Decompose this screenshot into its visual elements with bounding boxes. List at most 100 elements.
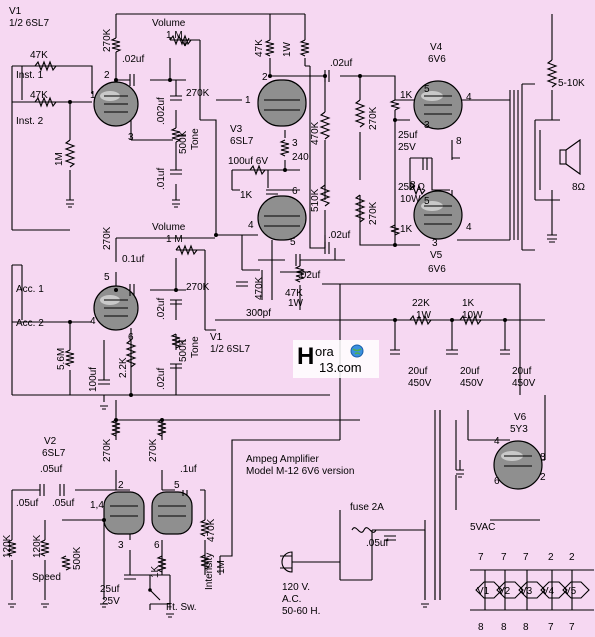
pin-v5-5: 5 bbox=[424, 196, 430, 207]
r-inst2-label: 47K bbox=[30, 90, 48, 101]
pin-v6-6: 6 bbox=[494, 476, 500, 487]
r1w-v3: 1W bbox=[282, 41, 293, 57]
v6-name: V6 bbox=[514, 412, 527, 423]
r22k-cath: 2.2K bbox=[118, 357, 129, 378]
c100uf6v: 100uf 6V bbox=[228, 156, 268, 167]
heater-top-pin-v4: 2 bbox=[548, 552, 554, 563]
pin-v3-2: 2 bbox=[262, 72, 268, 83]
c20uf-a: 20uf bbox=[408, 366, 428, 377]
pin-v2-14: 1,4 bbox=[90, 500, 104, 511]
pin-v6-4: 4 bbox=[494, 436, 500, 447]
pin-v1b-6: 6 bbox=[128, 332, 134, 343]
acc2-label: Acc. 2 bbox=[16, 318, 44, 329]
v5-name: V5 bbox=[430, 250, 443, 261]
footswitch-label: Ft. Sw. bbox=[166, 602, 197, 613]
speed-value: 500K bbox=[72, 546, 83, 570]
capacitors bbox=[39, 70, 510, 580]
r56m-label: 5.6M bbox=[56, 348, 67, 370]
v6-type: 5Y3 bbox=[510, 424, 528, 435]
c25uf-b: 25uf bbox=[100, 584, 120, 595]
r1k-v3: 1K bbox=[240, 190, 253, 201]
r270k-v2a: 270K bbox=[102, 438, 113, 462]
fuse bbox=[351, 527, 377, 533]
pin-v2-3: 3 bbox=[118, 540, 124, 551]
heater-top-pin-v1: 7 bbox=[478, 552, 484, 563]
v2-type: 6SL7 bbox=[42, 448, 66, 459]
pin-v4-5: 5 bbox=[424, 84, 430, 95]
c05uf-a: .05uf bbox=[40, 464, 62, 475]
ground-symbols bbox=[8, 203, 557, 618]
pin-v3-3: 3 bbox=[292, 138, 298, 149]
heater-label-v1: V1 bbox=[477, 586, 490, 597]
v2-name: V2 bbox=[44, 436, 57, 447]
pin-v2-5: 5 bbox=[174, 480, 180, 491]
svg-text:H: H bbox=[297, 343, 314, 370]
r-inst1-label: 47K bbox=[30, 50, 48, 61]
heater-top-pin-v3: 7 bbox=[523, 552, 529, 563]
r270k-v5: 270K bbox=[368, 201, 379, 225]
wiring bbox=[11, 13, 594, 611]
heater-bottom-pin-v1: 8 bbox=[478, 622, 484, 633]
heater-bottom-pin-v2: 8 bbox=[501, 622, 507, 633]
resistors bbox=[6, 37, 558, 573]
c25v-b: 25V bbox=[102, 596, 120, 607]
tone2-label: Tone bbox=[190, 336, 201, 358]
intensity-value: 1M bbox=[216, 560, 227, 574]
v4-name: V4 bbox=[430, 42, 443, 53]
v4-type: 6V6 bbox=[428, 54, 446, 65]
output-transformer bbox=[509, 84, 541, 250]
r47k-low: 47K bbox=[285, 288, 303, 299]
fuse-label: fuse 2A bbox=[350, 502, 384, 513]
pin-v5-8: 8 bbox=[410, 180, 416, 191]
acc1-label: Acc. 1 bbox=[16, 284, 44, 295]
r470k-v2: 470K bbox=[206, 518, 217, 542]
heater-bottom-pin-v3: 8 bbox=[523, 622, 529, 633]
logo-text-2: 13.com bbox=[319, 360, 362, 375]
r1m-label: 1M bbox=[54, 152, 65, 166]
r10w-cath: 10W bbox=[400, 194, 421, 205]
r1k-v2: 1K bbox=[150, 565, 161, 578]
c1uf: 0.1uf bbox=[122, 254, 144, 265]
footswitch bbox=[148, 588, 161, 610]
heater-label-v2: V2 bbox=[498, 586, 511, 597]
c1uf-v2: .1uf bbox=[180, 464, 197, 475]
r1w-low: 1W bbox=[288, 298, 304, 309]
c02uf-e: .02uf bbox=[156, 298, 167, 320]
speed-label: Speed bbox=[32, 572, 61, 583]
r470k-low: 470K bbox=[254, 276, 265, 300]
tone1-label: Tone bbox=[190, 128, 201, 150]
5vac-label: 5VAC bbox=[470, 522, 495, 533]
intensity-label: Intensity bbox=[204, 553, 215, 590]
v1a-name: V1 bbox=[9, 6, 22, 17]
pin-v2-2: 2 bbox=[118, 480, 124, 491]
mains-line2: A.C. bbox=[282, 594, 301, 605]
logo-text-1: ora bbox=[315, 344, 335, 359]
heater-label-v4: V4 bbox=[542, 586, 555, 597]
r1k-v5: 1K bbox=[400, 224, 413, 235]
tone2-value: 500K bbox=[178, 338, 189, 362]
pin-v5-3: 3 bbox=[432, 238, 438, 249]
mains-plug bbox=[280, 551, 293, 573]
pin-v1a-2: 2 bbox=[104, 70, 110, 81]
pin-v2-6: 6 bbox=[154, 540, 160, 551]
pin-v4-4: 4 bbox=[466, 92, 472, 103]
power-transformer bbox=[424, 410, 457, 600]
mains-line1: 120 V. bbox=[282, 582, 310, 593]
r1w-rail: 1W bbox=[416, 310, 432, 321]
v1a-type: 1/2 6SL7 bbox=[9, 18, 49, 29]
heater-bottom-pin-v4: 7 bbox=[548, 622, 554, 633]
c100uf: 100uf bbox=[88, 367, 99, 392]
tube-v2 bbox=[103, 491, 193, 535]
mains-line3: 50-60 H. bbox=[282, 606, 320, 617]
title-line1: Ampeg Amplifier bbox=[246, 454, 319, 465]
volume2-value: 1 M bbox=[166, 234, 183, 245]
inst1-label: Inst. 1 bbox=[16, 70, 44, 81]
heater-top-pin-v5: 2 bbox=[569, 552, 575, 563]
speaker bbox=[559, 138, 581, 176]
r1k-rail: 1K bbox=[462, 298, 475, 309]
c05uf-b: .05uf bbox=[16, 498, 38, 509]
r120k-a: 120K bbox=[2, 534, 13, 558]
labels: V1 1/2 6SL7 Volume 1 M 47K Inst. 1 47K I… bbox=[2, 6, 586, 633]
tube-v3 bbox=[257, 79, 307, 241]
volume1-value: 1 M bbox=[166, 30, 183, 41]
